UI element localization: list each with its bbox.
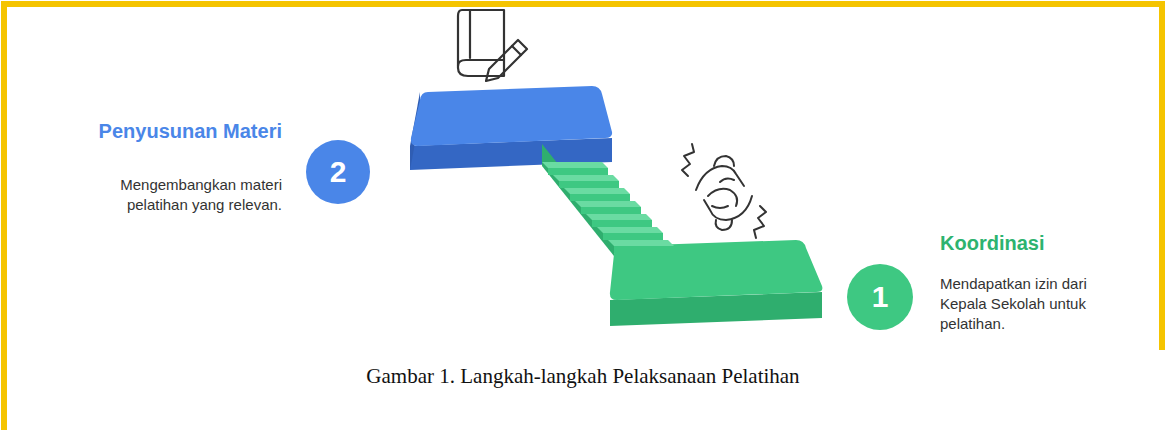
green-platform bbox=[610, 240, 823, 326]
step-circle: 1KoordinasiMendapatkan izin dari Kepala … bbox=[847, 264, 913, 330]
step-description: Mengembangkan materi pelatihan yang rele… bbox=[92, 175, 282, 215]
handshake-icon bbox=[682, 144, 766, 238]
step-number: 2 bbox=[306, 140, 370, 204]
figure-caption: Gambar 1. Langkah-langkah Pelaksanaan Pe… bbox=[0, 364, 1166, 389]
step-heading: Penyusunan Materi bbox=[99, 120, 282, 143]
step-number: 1 bbox=[847, 264, 913, 330]
blue-platform bbox=[410, 86, 612, 170]
step-circle: 2Penyusunan MateriMengembangkan materi p… bbox=[306, 140, 370, 204]
staircase bbox=[542, 144, 674, 256]
book-icon bbox=[458, 10, 527, 81]
step-heading: Koordinasi bbox=[940, 232, 1044, 255]
step-description: Mendapatkan izin dari Kepala Sekolah unt… bbox=[940, 274, 1130, 334]
